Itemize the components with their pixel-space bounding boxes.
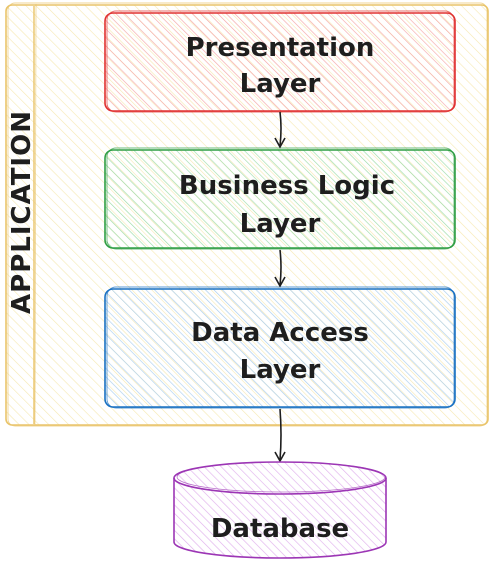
presentation-layer-fill: [105, 13, 455, 111]
business-logic-layer-title: Business Logic: [179, 171, 395, 201]
business-logic-layer-border: [104, 149, 456, 249]
database-top-outline-sketch: [176, 461, 386, 493]
arrow-presentation-to-business: [274, 111, 286, 149]
presentation-layer-box: Presentation Layer: [104, 10, 456, 113]
data-access-layer-title: Data Access: [191, 318, 369, 348]
arrow-head: [274, 137, 286, 149]
data-access-layer-border-sketch: [106, 286, 455, 409]
application-container-border: [5, 4, 489, 426]
arrow-head: [274, 276, 286, 288]
database-label: Database: [211, 514, 349, 544]
data-access-layer-border: [104, 288, 456, 408]
presentation-layer-subtitle: Layer: [240, 69, 321, 99]
application-container-border-sketch: [7, 2, 488, 427]
database-cylinder: Database: [173, 461, 387, 559]
arrow-data-access-to-database: [274, 408, 286, 463]
data-access-layer-fill: [105, 289, 455, 407]
business-logic-layer-fill: [105, 150, 455, 248]
business-logic-layer-border-sketch: [106, 147, 455, 250]
database-body-fill: [174, 478, 386, 558]
arrow-head: [274, 451, 286, 463]
application-sidebar-divider-sketch: [34, 3, 37, 426]
data-access-layer-subtitle: Layer: [240, 355, 321, 385]
data-access-layer-box: Data Access Layer: [104, 286, 456, 409]
presentation-layer-border: [104, 12, 456, 112]
business-logic-layer-box: Business Logic Layer: [104, 147, 456, 250]
application-label: APPLICATION: [7, 110, 37, 314]
arrow-shaft: [279, 408, 282, 461]
arrow-business-to-data-access: [274, 249, 286, 288]
arrow-shaft: [279, 111, 282, 147]
arrow-shaft: [279, 249, 282, 286]
business-logic-layer-subtitle: Layer: [240, 209, 321, 239]
database-body-outline: [173, 478, 387, 559]
presentation-layer-title: Presentation: [186, 33, 375, 63]
database-top-fill: [174, 462, 386, 494]
